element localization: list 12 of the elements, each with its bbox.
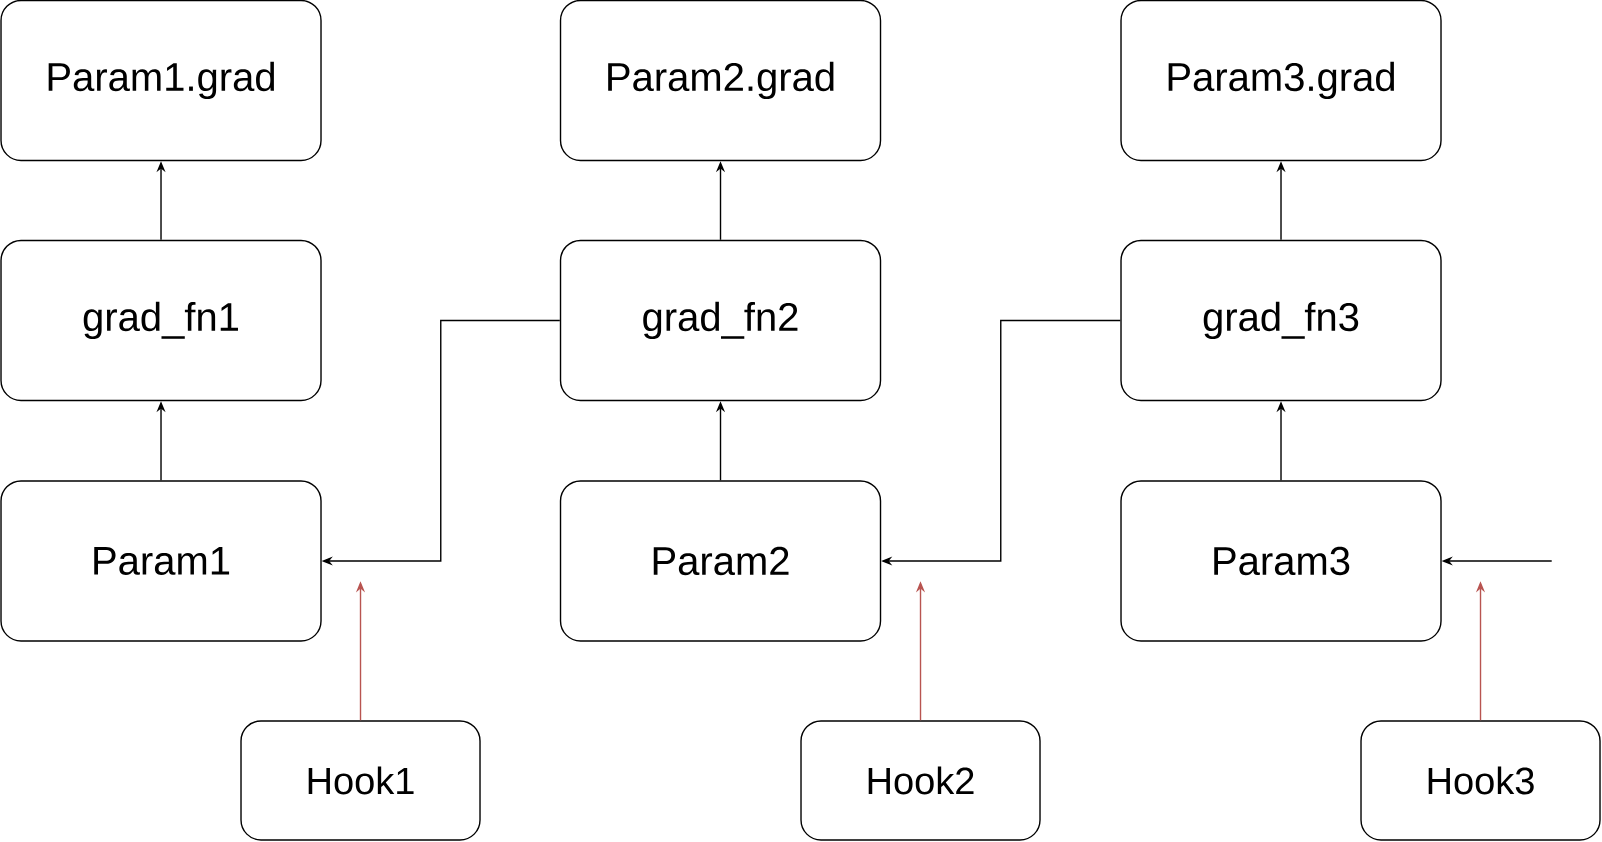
process-box: Param3 [1120, 480, 1442, 642]
process-box: Param1 [0, 480, 322, 642]
process-box: grad_fn2 [559, 239, 882, 402]
process-box: Param2.grad [559, 0, 882, 162]
process-box: grad_fn1 [0, 239, 322, 402]
process-box: Hook2 [800, 720, 1041, 841]
process-box: Hook3 [1360, 720, 1601, 841]
process-box: Param1.grad [0, 0, 322, 162]
process-box: Param3.grad [1120, 0, 1442, 162]
process-box: Param2 [559, 480, 882, 642]
process-box: Hook1 [240, 720, 481, 841]
process-box: grad_fn3 [1120, 239, 1442, 402]
